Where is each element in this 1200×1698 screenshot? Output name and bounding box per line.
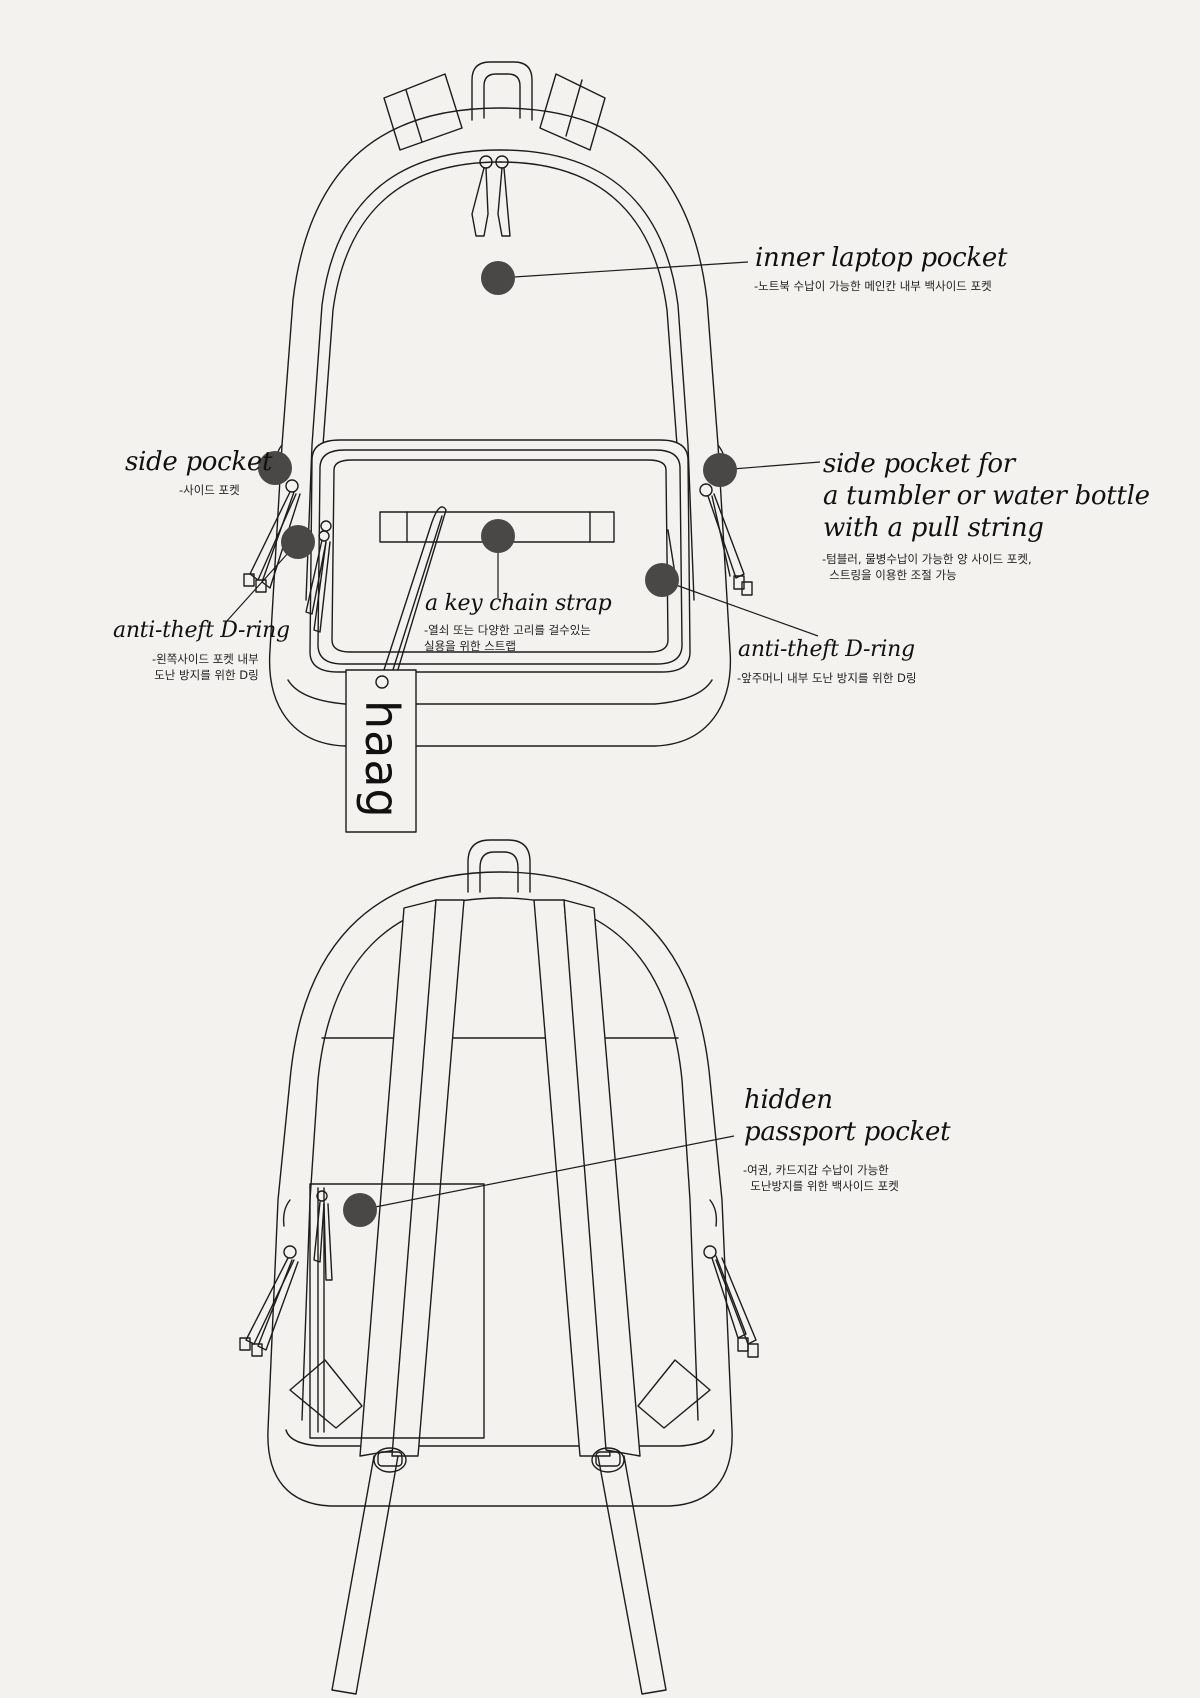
marker-passport — [343, 1193, 377, 1227]
marker-key-chain — [481, 519, 515, 553]
marker-dring-right — [645, 563, 679, 597]
marker-dring-left — [281, 525, 315, 559]
dring-left-desc: -왼쪽사이드 포켓 내부 도난 방지를 위한 D링 — [152, 652, 259, 682]
dring-left-title: anti-theft D-ring — [113, 618, 290, 643]
marker-inner-laptop — [481, 261, 515, 295]
side-bottle-pocket-title: side pocket for a tumbler or water bottl… — [823, 449, 1150, 543]
key-chain-strap-title: a key chain strap — [425, 591, 612, 616]
inner-laptop-pocket-desc: -노트북 수납이 가능한 메인칸 내부 백사이드 포켓 — [754, 279, 992, 293]
side-bottle-pocket-desc: -텀블러, 물병수납이 가능한 양 사이드 포켓, 스트링을 이용한 조절 가능 — [822, 552, 1032, 582]
key-chain-strap-desc: -열쇠 또는 다양한 고리를 걸수있는 실용을 위한 스트랩 — [424, 623, 591, 653]
dring-right-desc: -앞주머니 내부 도난 방지를 위한 D링 — [737, 671, 917, 685]
front-view — [243, 61, 753, 833]
brand-tag-text: haag — [355, 700, 409, 819]
marker-side-bottle — [703, 453, 737, 487]
callout-markers — [225, 261, 821, 1227]
dring-right-title: anti-theft D-ring — [738, 637, 915, 662]
side-pocket-desc: -사이드 포켓 — [179, 483, 240, 497]
passport-pocket-desc: -여권, 카드지갑 수납이 가능한 도난방지를 위한 백사이드 포켓 — [743, 1163, 899, 1193]
side-pocket-title: side pocket — [125, 447, 273, 477]
inner-laptop-pocket-title: inner laptop pocket — [755, 243, 1008, 273]
marker-side-pocket — [258, 451, 292, 485]
passport-pocket-title: hidden passport pocket — [744, 1085, 951, 1147]
back-view — [239, 839, 759, 1695]
